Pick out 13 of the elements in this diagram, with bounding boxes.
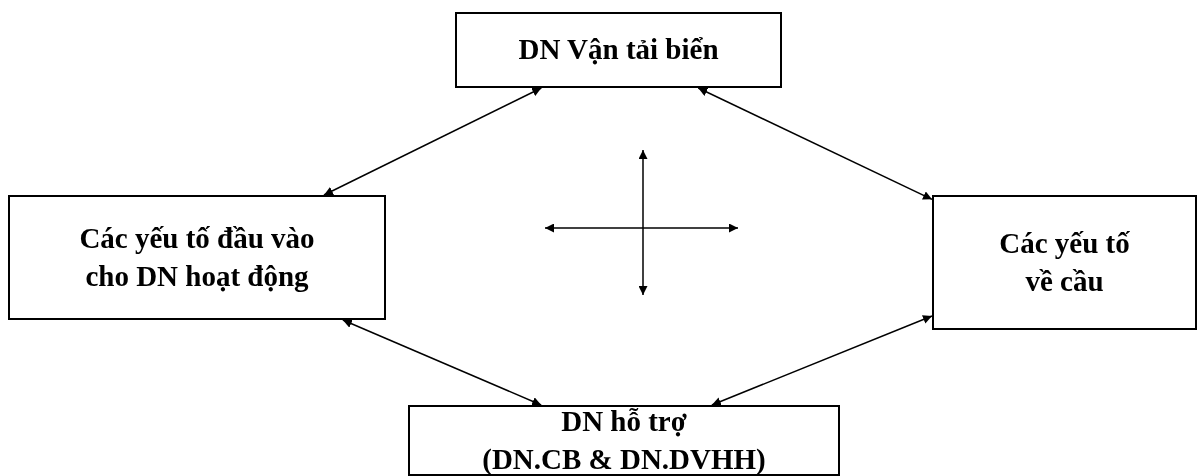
text-box bbox=[408, 405, 840, 476]
node-text: Các yếu tố đầu vào cho DN hoạt động bbox=[78, 220, 316, 294]
double-arrow bbox=[342, 319, 542, 406]
node-text: (DN.CB & DN.DVHH) bbox=[482, 441, 766, 476]
node-text: DN hỗ trợ bbox=[561, 403, 687, 439]
node-text: Các yếu tố về cầu bbox=[998, 225, 1131, 299]
double-arrow bbox=[323, 87, 543, 196]
text-box bbox=[8, 195, 386, 320]
text-box bbox=[932, 195, 1197, 330]
text-box bbox=[455, 12, 782, 88]
node-text: DN Vận tải biển bbox=[518, 32, 719, 68]
double-arrow bbox=[697, 87, 933, 201]
double-arrow bbox=[711, 315, 933, 406]
